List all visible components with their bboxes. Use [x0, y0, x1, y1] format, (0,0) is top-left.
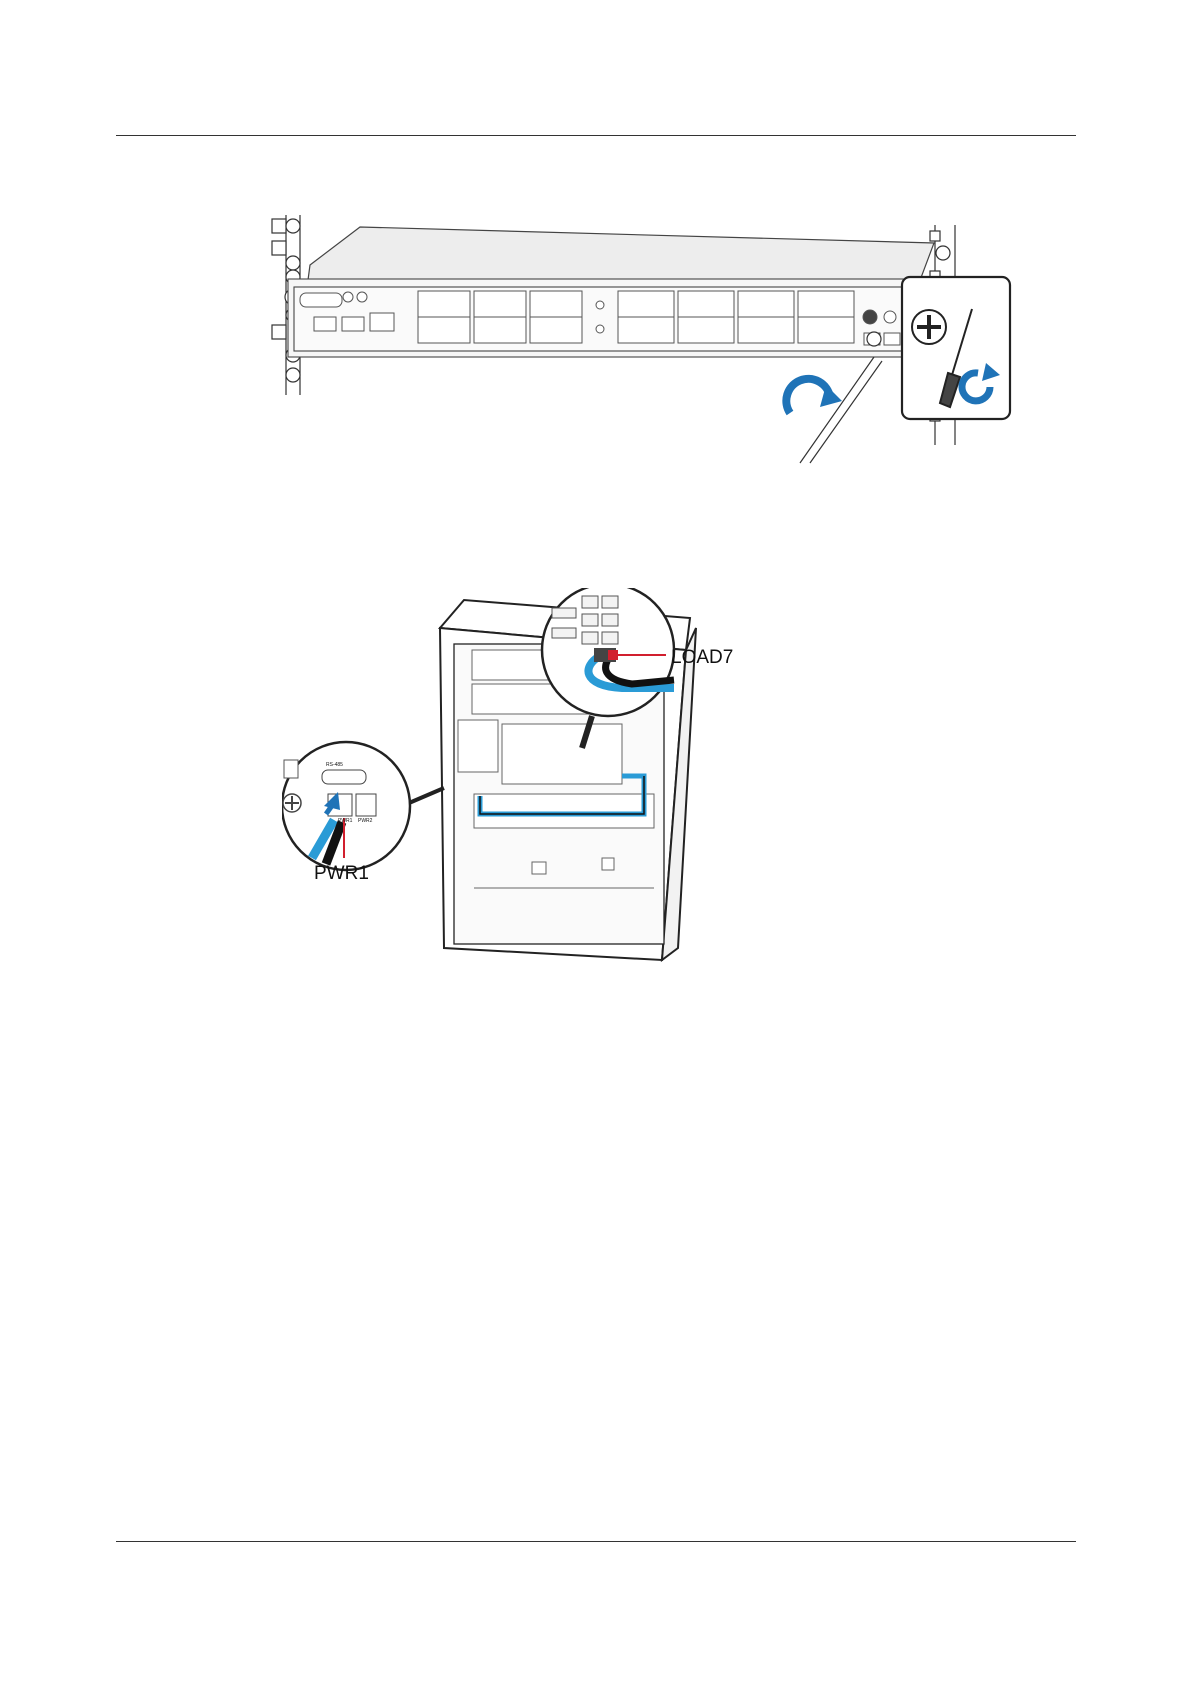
tool-icon-box: [902, 277, 1010, 419]
cabinet-wiring-figure: [282, 588, 842, 978]
footer-rule: [116, 1541, 1076, 1542]
pwr-zoom-callout: [282, 742, 444, 870]
rack-mount-figure: [270, 205, 1090, 465]
pwr2-panel-label: PWR2: [358, 818, 372, 824]
pwr1-panel-label: PWR1: [338, 818, 352, 824]
load-callout-label: LOAD7: [671, 647, 733, 669]
rs485-label: RS-485: [326, 762, 343, 768]
pwr-callout-label: PWR1: [314, 863, 369, 885]
header-rule: [116, 135, 1076, 136]
